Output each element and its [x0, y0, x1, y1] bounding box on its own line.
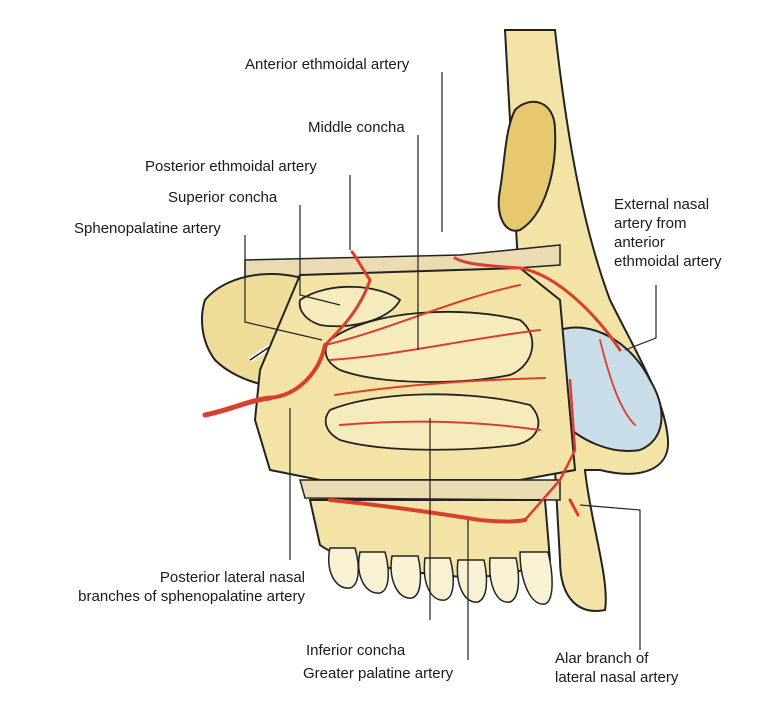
label-external-nasal-artery: External nasal artery from anterior ethm…: [614, 196, 722, 270]
teeth: [328, 547, 553, 605]
leader-lines: [244, 72, 657, 660]
label-greater-palatine-artery: Greater palatine artery: [303, 665, 454, 682]
superior-concha-shape: [298, 285, 402, 328]
arteries: [202, 250, 636, 524]
label-anterior-ethmoidal-artery: Anterior ethmoidal artery: [245, 56, 410, 73]
label-posterior-ethmoidal-artery: Posterior ethmoidal artery: [145, 158, 317, 175]
frontal-sinus: [497, 100, 557, 232]
label-superior-concha: Superior concha: [168, 189, 278, 206]
label-posterior-lateral-nasal-branches: Posterior lateral nasal branches of sphe…: [78, 569, 305, 605]
label-sphenopalatine-artery: Sphenopalatine artery: [74, 220, 221, 237]
label-inferior-concha: Inferior concha: [306, 642, 406, 659]
label-alar-branch: Alar branch of lateral nasal artery: [555, 650, 679, 686]
label-middle-concha: Middle concha: [308, 119, 405, 136]
